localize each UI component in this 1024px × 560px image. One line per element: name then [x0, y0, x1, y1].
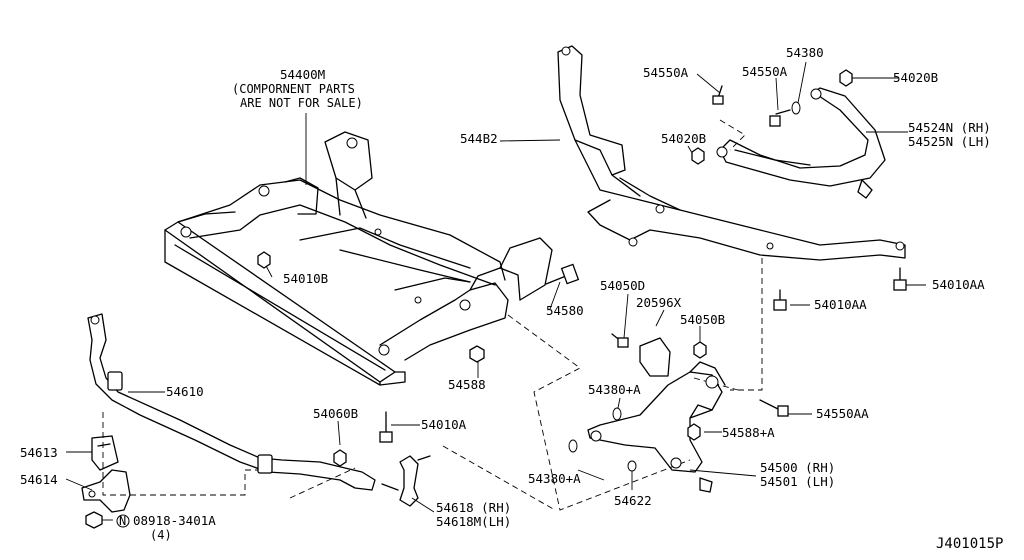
label-54524n[interactable]: 54524N (RH)	[908, 120, 991, 135]
label-54610[interactable]: 54610	[166, 384, 204, 399]
label-component-note-2: ARE NOT FOR SALE)	[240, 96, 363, 110]
label-08918[interactable]: 08918-3401A	[133, 513, 216, 528]
label-54500[interactable]: 54500 (RH)	[760, 460, 835, 475]
nut-54020b-1[interactable]	[839, 69, 853, 87]
member-544b2[interactable]	[557, 45, 906, 261]
label-08918-n: N	[119, 514, 126, 528]
washer-54622[interactable]	[627, 460, 637, 472]
label-54010a[interactable]: 54010A	[421, 417, 467, 432]
part-labels: 54400M (COMPORNENT PARTS ARE NOT FOR SAL…	[20, 45, 1003, 552]
bolt-54010aa-2[interactable]	[773, 289, 787, 311]
nut-54020b-2[interactable]	[691, 147, 705, 165]
label-54588a[interactable]: 54588+A	[722, 425, 775, 440]
lower-arm-54500[interactable]	[587, 361, 726, 493]
bolt-54550a-1[interactable]	[712, 85, 724, 105]
leader-lines	[65, 61, 926, 521]
label-54550a-1[interactable]: 54550A	[643, 65, 689, 80]
label-54020b-2[interactable]: 54020B	[661, 131, 706, 146]
washer-54380a-1[interactable]	[612, 407, 622, 421]
washer-54380[interactable]	[791, 101, 801, 115]
bushing-54613[interactable]	[91, 435, 119, 471]
label-54550a-2[interactable]: 54550A	[742, 64, 788, 79]
label-20596x[interactable]: 20596X	[636, 295, 682, 310]
label-54580[interactable]: 54580	[546, 303, 584, 318]
bolt-54010a[interactable]	[379, 411, 393, 443]
nut-08918[interactable]	[85, 511, 103, 529]
label-54525n[interactable]: 54525N (LH)	[908, 134, 991, 149]
label-544b2[interactable]: 544B2	[460, 131, 498, 146]
label-54618m-lh[interactable]: 54618M(LH)	[436, 514, 511, 529]
nut-54050b[interactable]	[693, 341, 707, 359]
stabilizer-bar-54610[interactable]	[87, 313, 376, 491]
label-54020b-1[interactable]: 54020B	[893, 70, 938, 85]
label-54380[interactable]: 54380	[786, 45, 824, 60]
diagram-id: J401015P	[936, 536, 1003, 552]
label-08918-qty: (4)	[150, 528, 172, 542]
label-54550aa[interactable]: 54550AA	[816, 406, 869, 421]
label-54060b[interactable]: 54060B	[313, 406, 358, 421]
nut-54588a[interactable]	[687, 423, 701, 441]
fasteners	[257, 69, 907, 472]
label-54588[interactable]: 54588	[448, 377, 486, 392]
nut-54588[interactable]	[469, 345, 485, 363]
label-54613[interactable]: 54613	[20, 445, 58, 460]
nut-54010b[interactable]	[257, 251, 271, 269]
bracket-20596x[interactable]	[639, 337, 671, 377]
nut-54060b[interactable]	[333, 449, 347, 467]
label-54622[interactable]: 54622	[614, 493, 652, 508]
label-54010aa-2[interactable]: 54010AA	[814, 297, 867, 312]
label-54010b[interactable]: 54010B	[283, 271, 328, 286]
bolt-54550a-2[interactable]	[769, 109, 791, 127]
label-54618-rh[interactable]: 54618 (RH)	[436, 500, 511, 515]
bolt-54580[interactable]	[545, 263, 580, 285]
clamp-54614[interactable]	[81, 469, 131, 513]
label-component-note-1: (COMPORNENT PARTS	[232, 82, 355, 96]
label-54010aa-1[interactable]: 54010AA	[932, 277, 985, 292]
bolt-54010aa-1[interactable]	[893, 267, 907, 291]
label-54614[interactable]: 54614	[20, 472, 58, 487]
label-54050d[interactable]: 54050D	[600, 278, 645, 293]
dashed-lines	[102, 119, 763, 511]
subframe-54400m[interactable]	[164, 131, 553, 386]
label-54400m[interactable]: 54400M	[280, 67, 325, 82]
label-54380a-2[interactable]: 54380+A	[528, 471, 581, 486]
label-54380a-1[interactable]: 54380+A	[588, 382, 641, 397]
label-54501[interactable]: 54501 (LH)	[760, 474, 835, 489]
bolt-54550aa[interactable]	[759, 399, 789, 417]
upper-arm-54524n[interactable]	[716, 87, 886, 199]
stabilizer-link-54618[interactable]	[381, 455, 431, 507]
bolt-54050d[interactable]	[611, 333, 629, 348]
label-54050b[interactable]: 54050B	[680, 312, 725, 327]
washer-54380a-2[interactable]	[568, 439, 578, 453]
